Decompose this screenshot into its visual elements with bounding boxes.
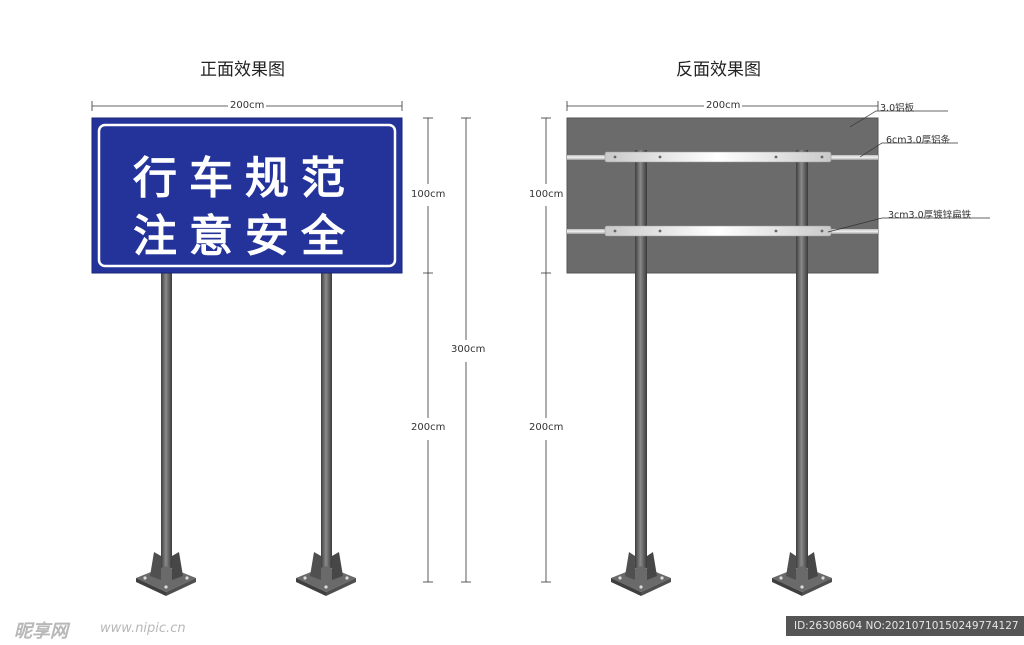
front-pole-right	[321, 268, 332, 568]
back-view-title: 反面效果图	[676, 60, 761, 80]
front-sign-board	[91, 117, 403, 274]
front-height-bottom-label: 200cm	[409, 422, 448, 433]
front-width-label: 200cm	[228, 100, 267, 111]
back-height-bottom-label: 200cm	[527, 422, 566, 433]
sign-text-line-1: 行车规范	[133, 153, 357, 204]
watermark-brand: 昵享网	[14, 621, 68, 642]
callout-leaders	[827, 110, 990, 233]
front-view-title: 正面效果图	[200, 60, 285, 80]
back-height-top-label: 100cm	[527, 189, 566, 200]
sign-text-line-2: 注意安全	[133, 211, 357, 262]
callout-aluminium-strip: 6cm3.0厚铝条	[886, 135, 951, 146]
watermark-url: www.nipic.cn	[100, 621, 186, 636]
back-plate	[566, 117, 879, 274]
front-base-right	[296, 552, 356, 596]
back-base-left	[611, 552, 671, 596]
callout-aluminium-plate: 3.0铝板	[880, 103, 915, 114]
back-clamp-top	[604, 151, 832, 163]
total-height-dimension	[461, 117, 471, 583]
callout-galvanized-iron: 3cm3.0厚镀锌扁铁	[888, 210, 972, 221]
back-base-right	[772, 552, 832, 596]
front-height-top-label: 100cm	[409, 189, 448, 200]
back-height-dimension	[541, 117, 551, 583]
front-base-left	[136, 552, 196, 596]
front-height-dimension	[423, 117, 433, 583]
back-pole-right	[796, 150, 808, 568]
front-pole-left	[161, 268, 172, 568]
back-width-label: 200cm	[704, 100, 743, 111]
back-pole-left	[635, 150, 647, 568]
total-height-label: 300cm	[449, 344, 488, 355]
front-sign-border	[97, 123, 397, 268]
back-clamp-bottom	[604, 225, 832, 237]
image-id-bar: ID:26308604 NO:20210710150249774127	[786, 616, 1024, 636]
